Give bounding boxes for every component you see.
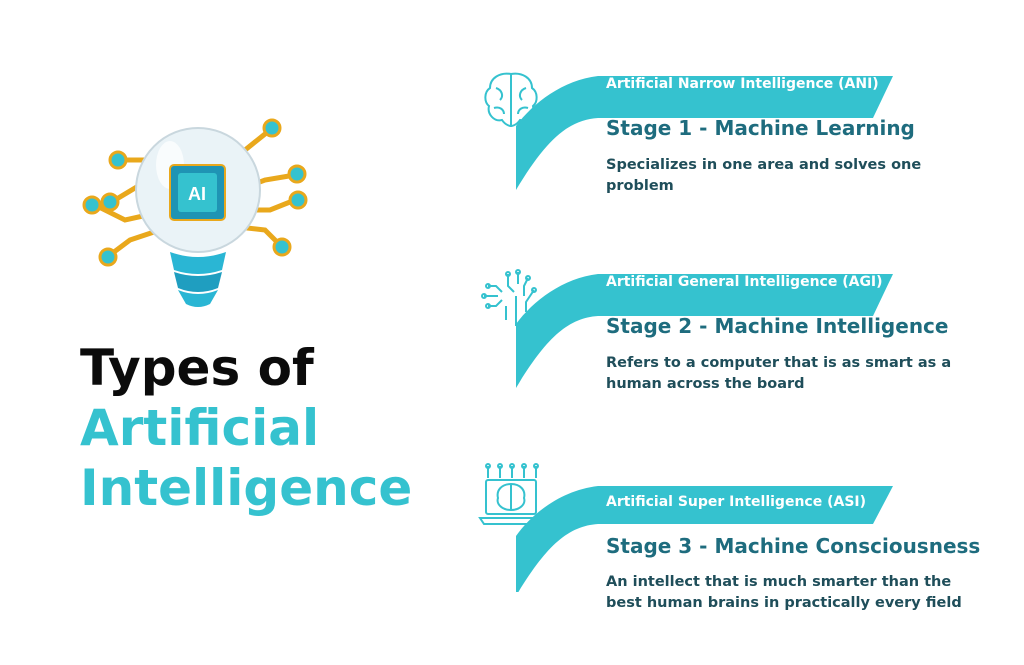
stage-tag: Artificial General Intelligence (AGI) (606, 274, 883, 290)
heading-line-1: Types of (80, 339, 314, 397)
stage-title: Stage 2 - Machine Intelligence (606, 314, 949, 338)
stage-title: Stage 3 - Machine Consciousness (606, 534, 981, 558)
ai-lightbulb-illustration: AI (82, 118, 308, 307)
teal-ribbon-shape (516, 486, 893, 592)
teal-ribbon-shape (516, 76, 893, 190)
circuit-head-icon (481, 269, 537, 326)
page-heading: Types of Artificial Intelligence (80, 338, 412, 518)
brain-icon (484, 72, 538, 128)
stage-description: Refers to a computer that is as smart as… (606, 355, 952, 393)
stage-tag: Artificial Super Intelligence (ASI) (606, 494, 867, 510)
stage-title: Stage 1 - Machine Learning (606, 116, 915, 140)
stage-tag: Artificial Narrow Intelligence (ANI) (606, 76, 879, 92)
stage-card-1: Artificial Narrow Intelligence (ANI) Sta… (478, 68, 1018, 228)
heading-line-3: Intelligence (80, 459, 413, 517)
stage-description: An intellect that is much smarter than t… (606, 574, 962, 612)
stage-description: Specializes in one area and solves one p… (606, 157, 922, 195)
heading-line-2: Artificial (80, 399, 320, 457)
stage-card-2: Artificial General Intelligence (AGI) St… (478, 266, 1018, 426)
chip-label: AI (188, 184, 206, 204)
stage-card-3: Artificial Super Intelligence (ASI) Stag… (478, 462, 1018, 622)
teal-ribbon-shape (516, 274, 893, 388)
